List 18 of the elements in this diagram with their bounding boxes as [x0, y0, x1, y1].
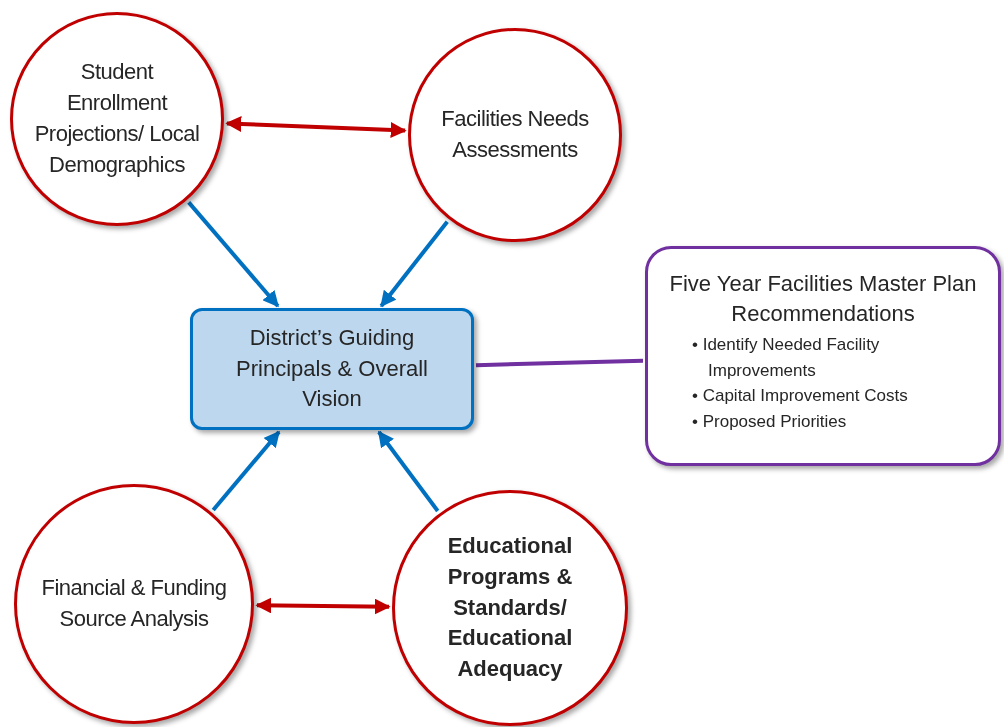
bullet-item: • Identify Needed Facility Improvements — [692, 334, 881, 382]
circle-label: Educational Programs & Standards/ Educational Adequacy — [446, 532, 574, 684]
circle-label: Facilities Needs Assessments — [440, 105, 590, 164]
bullet-item: • Capital Improvement Costs — [692, 385, 909, 408]
box-heading: Five Year Facilities Master Plan Recommendations — [668, 270, 978, 328]
arrow — [379, 220, 449, 308]
arrow — [187, 201, 280, 308]
circle-label: Financial & Funding Source Analysis — [40, 574, 228, 633]
vision-box — [190, 308, 474, 430]
bullet-item: • Proposed Priorities — [692, 410, 848, 433]
arrow — [225, 116, 407, 138]
arrow — [255, 597, 391, 615]
arrow — [211, 430, 281, 512]
arrow — [377, 430, 440, 513]
circle-label: Student Enrollment Projections/ Local Demographics — [33, 58, 201, 179]
box-label: District’s Guiding Principals & Overall Vision — [235, 323, 429, 414]
connector-line — [475, 358, 644, 368]
recommendations-box — [645, 246, 1001, 466]
